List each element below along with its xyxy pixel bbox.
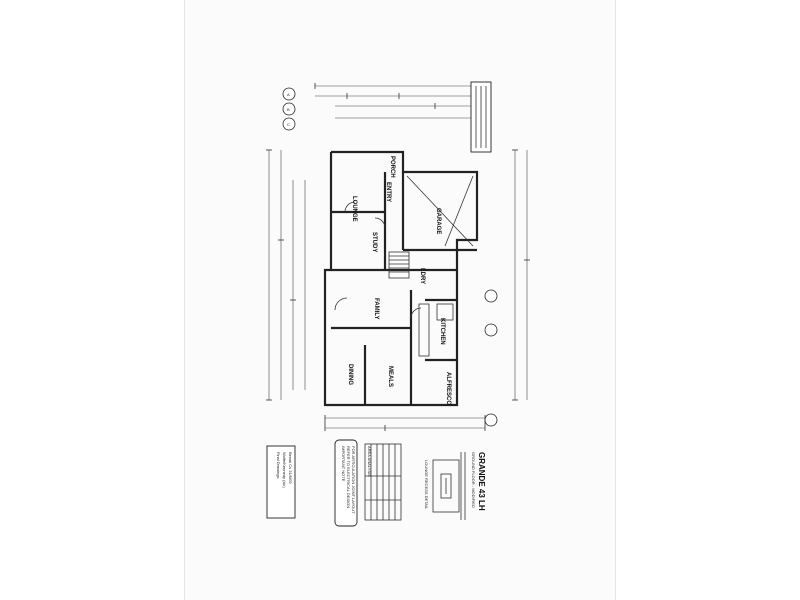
room-label-family: FAMILY <box>373 298 379 319</box>
room-label-porch: PORCH <box>389 156 395 178</box>
room-label-meals: MEALS <box>387 366 393 387</box>
detail-label: LOUNGE RECESS DETAIL <box>424 460 429 510</box>
lounge-recess-detail: LOUNGE RECESS DETAIL <box>424 459 460 513</box>
room-label-kitchen: KITCHEN <box>439 318 445 345</box>
door-swings <box>334 201 422 319</box>
area-analysis-heading: AREA ANALYSIS <box>367 446 372 477</box>
drawing-sheet: A B C <box>184 0 616 600</box>
right-dimensions <box>512 149 530 401</box>
room-label-lounge: LOUNGE <box>351 196 357 222</box>
room-label-dining: DINING <box>347 364 353 385</box>
garage-details <box>406 175 474 247</box>
section-marker-top-label: A <box>287 92 290 97</box>
room-label-study: STUDY <box>371 232 377 252</box>
section-marker-low-label: C <box>287 122 290 127</box>
important-note-line3: FOR ARTICULATION JOINT LAYOUT <box>351 446 356 514</box>
top-dimensions <box>314 83 478 119</box>
signoff-line3: Benail Cs 31/5/09 <box>288 452 293 484</box>
bottom-dimensions <box>324 415 486 431</box>
section-marker-mid-label: B <box>287 107 290 112</box>
plan-title: GRANDE 43 LH <box>477 452 486 511</box>
left-dimensions <box>266 149 306 401</box>
floor-plan: A B C <box>266 81 530 527</box>
notes-box <box>470 81 492 153</box>
important-note-line1: IMPORTANT NOTE <box>341 446 346 482</box>
title-block: GRANDE 43 LH GROUND FLOOR - MODIFIED <box>460 452 486 520</box>
plan-subtitle: GROUND FLOOR - MODIFIED <box>471 452 476 508</box>
signoff-box: Final Drawings Wolfe/Kennedy (sic) Benai… <box>266 445 296 519</box>
room-label-entry: ENTRY <box>385 182 391 202</box>
stair <box>388 251 410 279</box>
building-walls <box>323 150 479 407</box>
section-bubble-right <box>484 289 498 427</box>
kitchen-bench <box>418 303 454 357</box>
area-analysis-table: AREA ANALYSIS <box>364 443 402 521</box>
room-label-laundry: LDRY <box>419 268 425 284</box>
signoff-line2: Wolfe/Kennedy (sic) <box>282 452 287 488</box>
room-label-garage: GARAGE <box>435 208 441 234</box>
important-note-line2: REFER TO ELECTRICAL DESIGN <box>346 446 351 508</box>
room-label-alfresco: ALFRESCO <box>445 372 451 405</box>
signoff-line1: Final Drawings <box>276 452 281 478</box>
important-note-box: IMPORTANT NOTE REFER TO ELECTRICAL DESIG… <box>334 439 358 527</box>
section-marker-top: A B C <box>282 87 296 131</box>
